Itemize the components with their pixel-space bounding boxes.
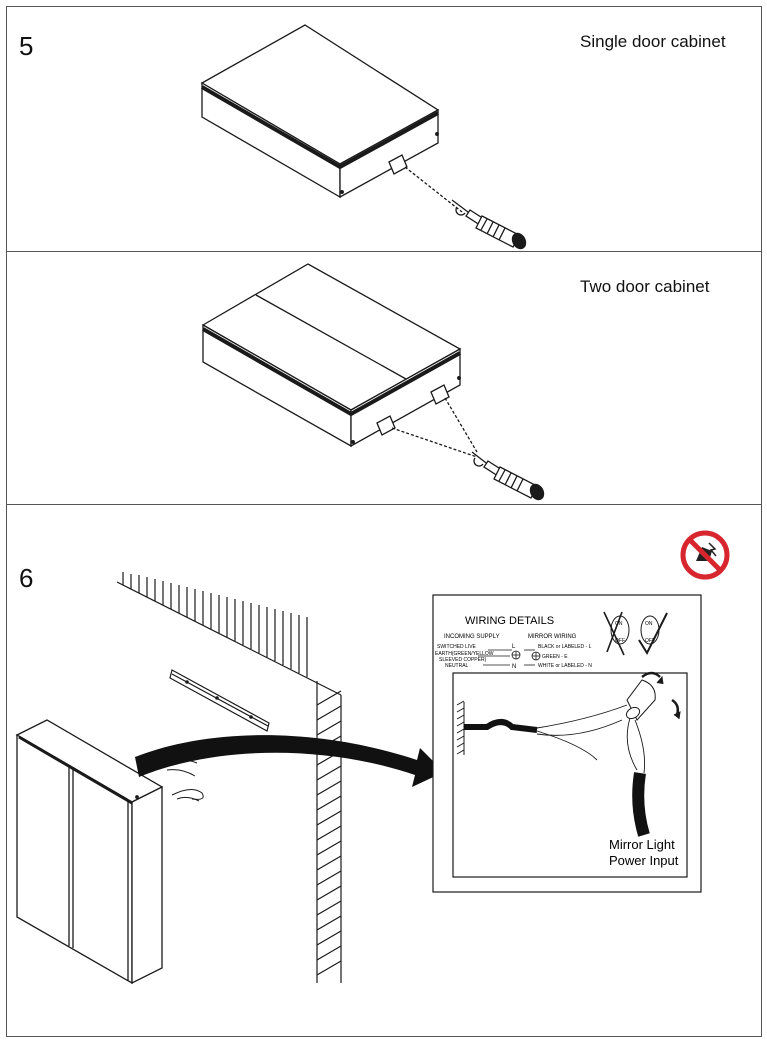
supply-cable bbox=[464, 719, 538, 733]
power-label-line1: Mirror Light bbox=[609, 837, 675, 852]
wiring-title: WIRING DETAILS bbox=[465, 615, 554, 627]
switch-on-label: ON bbox=[615, 621, 623, 627]
mirror-earth-label: GREEN - E bbox=[542, 654, 568, 660]
mirror-neutral-label: WHITE or LABELED - N bbox=[538, 663, 592, 669]
step-number: 6 bbox=[19, 563, 34, 593]
cabinet-wires bbox=[166, 759, 204, 802]
earth-label: EARTH(GREEN/YELLOW bbox=[435, 651, 494, 657]
screwdriver-icon bbox=[451, 199, 527, 250]
single-door-caption: Single door cabinet bbox=[580, 32, 726, 51]
incoming-supply-header: INCOMING SUPPLY bbox=[444, 634, 500, 640]
earth-sleeve-label: SLEEVED COPPER) bbox=[439, 657, 487, 663]
step5-single-panel: 5 Single door cabinet bbox=[6, 6, 762, 252]
mirror-live-label: BLACK or LABELED - L bbox=[538, 644, 592, 650]
live-letter: L bbox=[512, 644, 516, 650]
two-door-caption: Two door cabinet bbox=[580, 277, 710, 296]
switch-off-correct-icon bbox=[638, 612, 668, 656]
wiring-installation-illustration: WIRING DETAILS INCOMING SUPPLY MIRROR WI… bbox=[15, 530, 730, 985]
switched-live-label: SWITCHED LIVE bbox=[437, 644, 477, 650]
switch-off-label-2: OFF bbox=[645, 638, 655, 644]
switch-off-label-1: OFF bbox=[615, 638, 625, 644]
two-door-cabinet bbox=[15, 719, 164, 985]
mirror-wiring-header: MIRROR WIRING bbox=[528, 634, 577, 640]
switch-on-wrong-icon bbox=[603, 611, 630, 656]
neutral-label: NEUTRAL bbox=[445, 663, 469, 669]
step5-two-door-panel: Two door cabinet bbox=[6, 251, 762, 505]
wiring-details-box: WIRING DETAILS INCOMING SUPPLY MIRROR WI… bbox=[432, 594, 702, 893]
two-door-cabinet-illustration bbox=[201, 263, 545, 501]
curved-arrow-icon bbox=[135, 735, 444, 787]
no-touch-electrical-icon bbox=[680, 530, 730, 580]
neutral-letter: N bbox=[512, 664, 516, 670]
wall-rail-bracket bbox=[169, 669, 270, 732]
switch-on-label-2: ON bbox=[645, 621, 653, 627]
screwdriver-icon bbox=[471, 451, 545, 501]
wire-connector-icon bbox=[625, 671, 681, 721]
single-door-cabinet-illustration bbox=[200, 24, 527, 250]
step-number: 5 bbox=[19, 31, 34, 61]
power-label-line2: Power Input bbox=[609, 853, 679, 868]
step6-panel: 6 bbox=[6, 504, 762, 1037]
mirror-light-cable bbox=[632, 772, 650, 837]
